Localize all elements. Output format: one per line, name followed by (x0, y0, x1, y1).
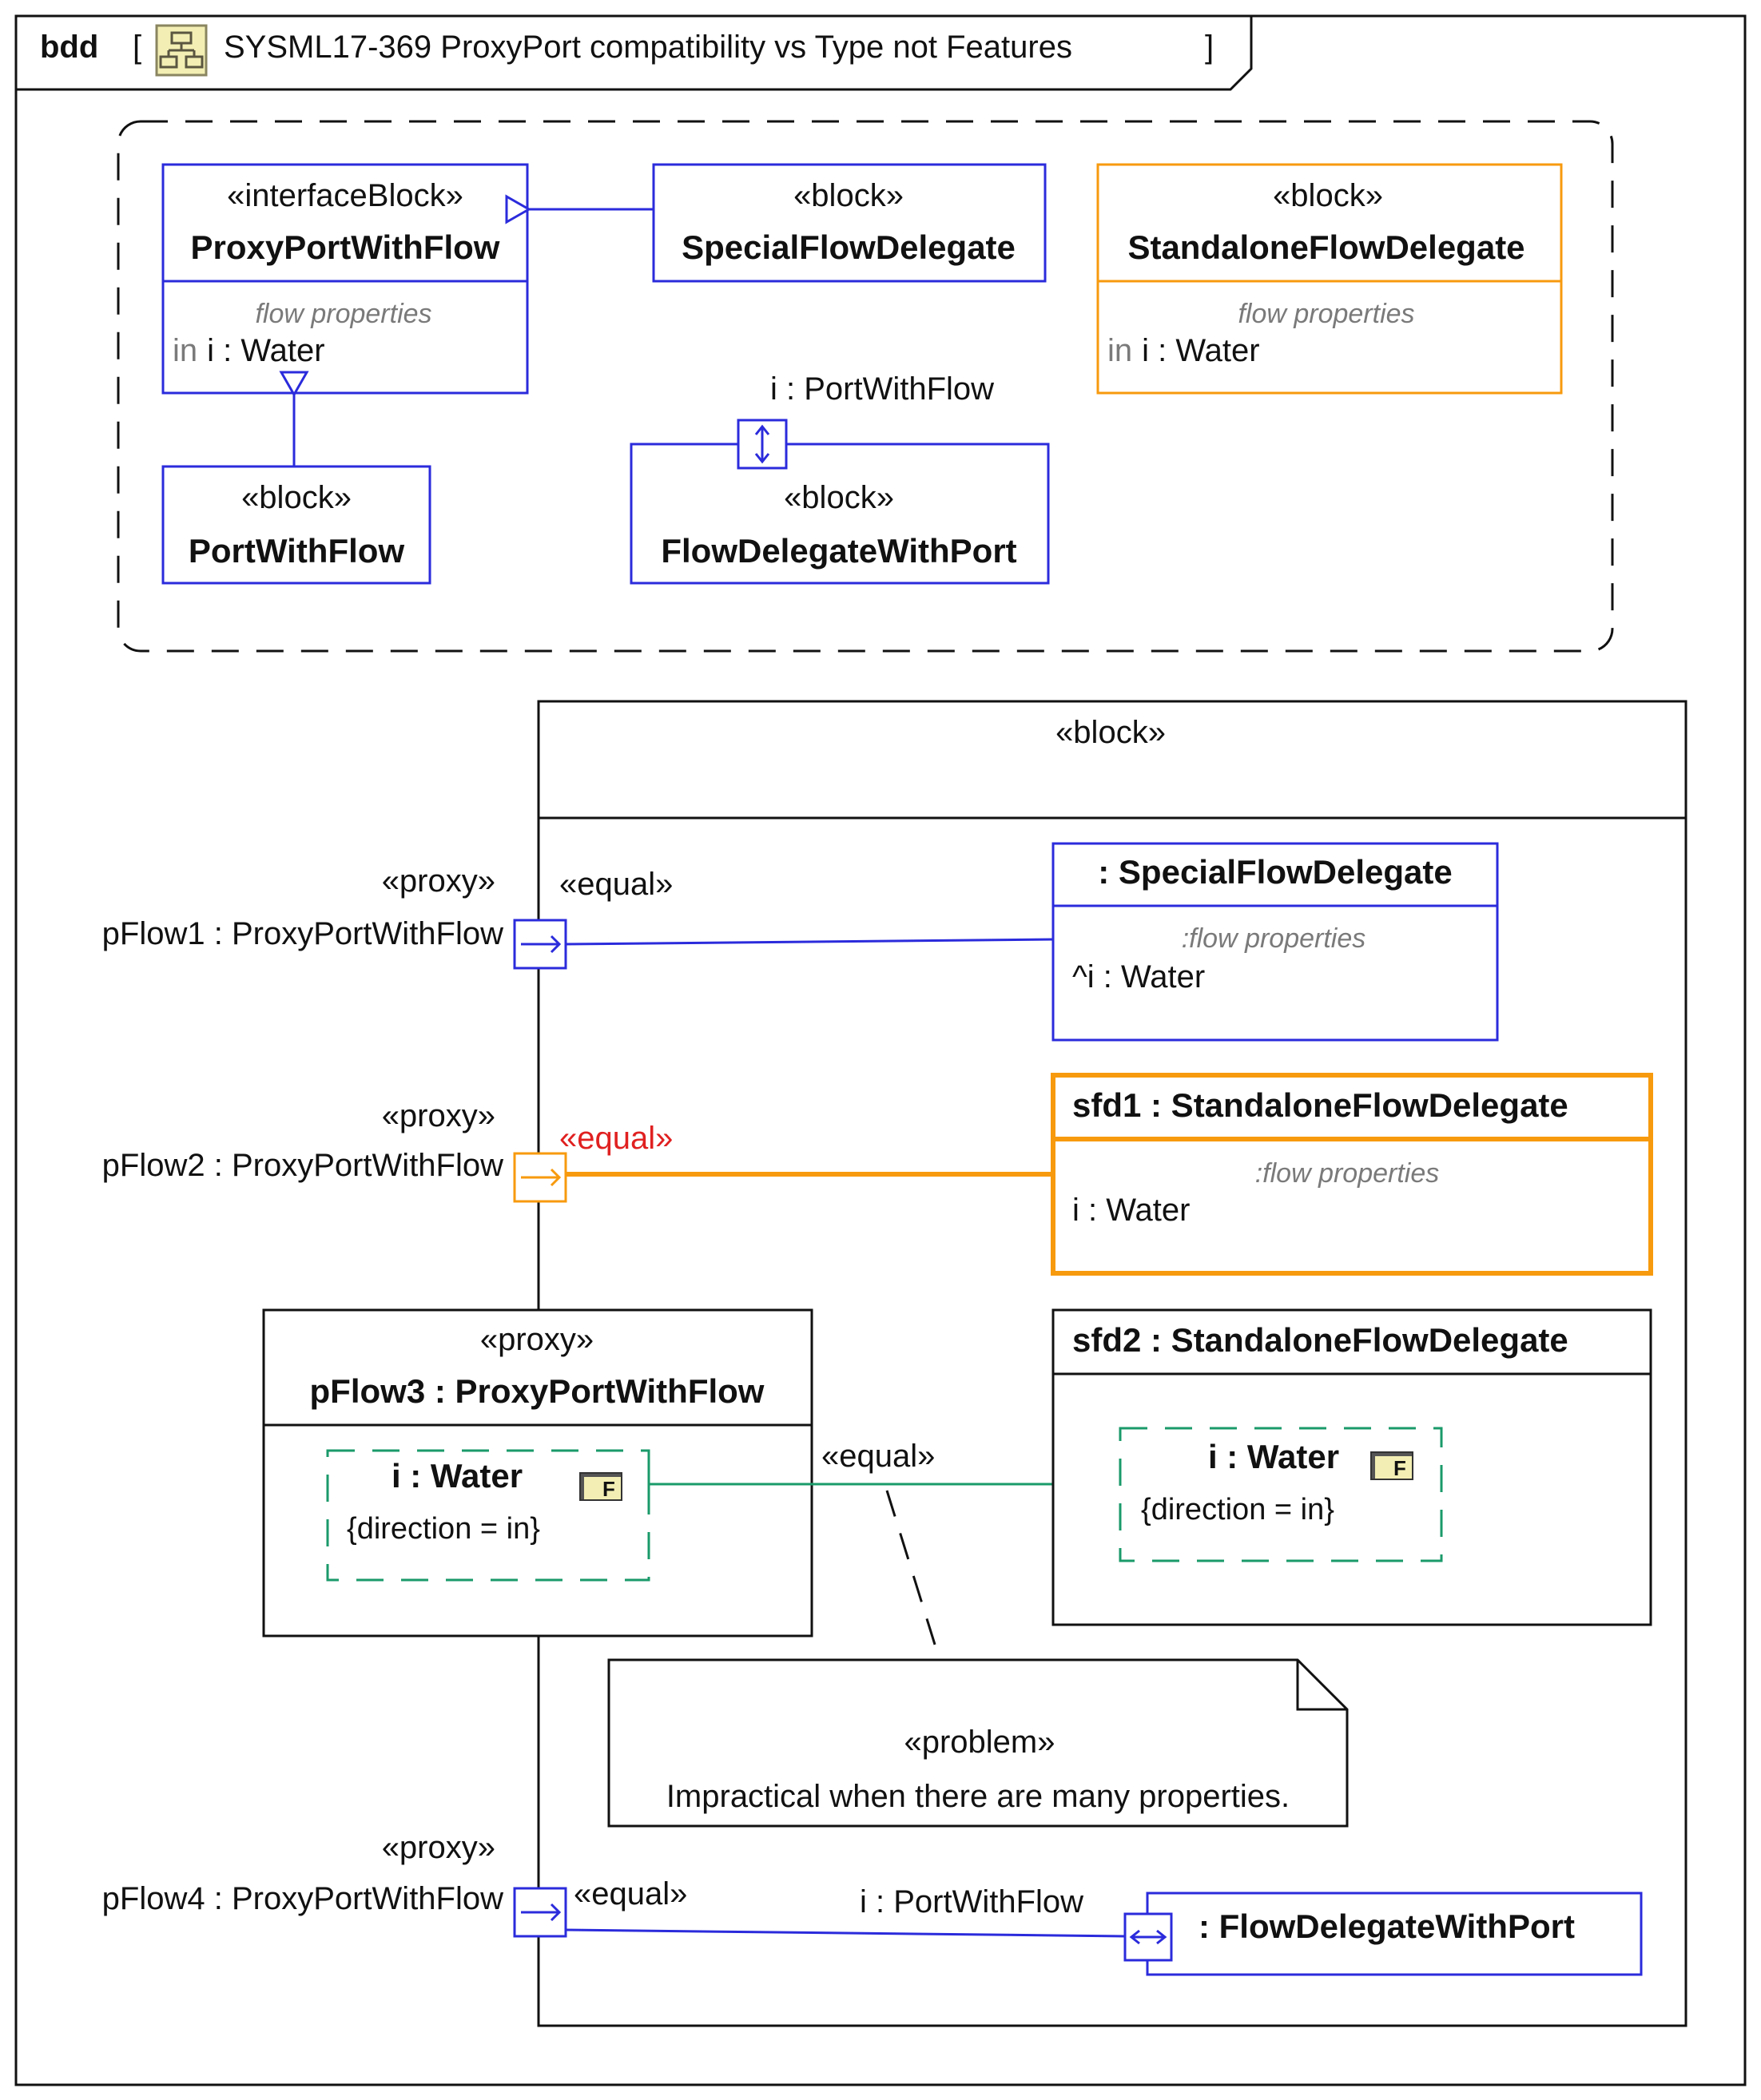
flow-property-type: : Water (1149, 333, 1260, 368)
main-block[interactable]: «block» (537, 700, 1687, 2027)
package-diagram-icon (155, 24, 208, 77)
port-pflow1[interactable]: «proxy» pFlow1 : ProxyPortWithFlow (102, 863, 567, 970)
equal-connector-4[interactable]: «equal» (565, 1876, 1126, 1938)
flow-direction: in (173, 333, 197, 368)
frame-close-bracket: ] (1205, 30, 1214, 65)
note-anchor-line[interactable] (885, 1490, 941, 1661)
connector-stereotype: «equal» (574, 1876, 687, 1911)
block-name: SpecialFlowDelegate (682, 228, 1016, 266)
compartment-label: flow properties (255, 299, 431, 329)
flow-badge-letter: F (602, 1477, 615, 1501)
block-name: StandaloneFlowDelegate (1127, 228, 1524, 266)
arrow-right-icon (521, 1903, 562, 1922)
part-name: : FlowDelegateWithPort (1199, 1907, 1575, 1945)
compartment-label: flow properties (1238, 299, 1414, 329)
arrow-right-icon (521, 935, 562, 954)
flow-property-name: i (1142, 333, 1149, 368)
frame-open-bracket: [ (133, 30, 141, 65)
nested-flow-property-sfd2-i[interactable]: i : Water {direction = in} F (1119, 1427, 1443, 1562)
flow-property: ^i : Water (1072, 959, 1205, 994)
nested-flow-property-pflow3-i[interactable]: i : Water {direction = in} F (326, 1449, 650, 1582)
flow-property-name: i (207, 333, 214, 368)
flow-property-name: i : Water (1208, 1438, 1339, 1475)
part-name: sfd2 : StandaloneFlowDelegate (1072, 1321, 1568, 1359)
flow-property-constraint: {direction = in} (347, 1512, 540, 1546)
port-pflow2[interactable]: «proxy» pFlow2 : ProxyPortWithFlow (102, 1098, 567, 1203)
flow-property: i : Water (1072, 1193, 1190, 1228)
block-stereotype: «block» (1273, 178, 1383, 213)
bidirectional-flow-icon (754, 424, 770, 464)
flow-property-type: : Water (214, 333, 325, 368)
part-flow-delegate-with-port[interactable]: : FlowDelegateWithPort (1146, 1892, 1643, 1976)
port-i-on-flow-delegate[interactable]: i : PortWithFlow (737, 371, 994, 470)
port-label: i : PortWithFlow (770, 371, 994, 407)
arrow-right-icon (521, 1168, 562, 1187)
bidirectional-flow-icon (1129, 1929, 1167, 1945)
flow-direction: in (1107, 333, 1132, 368)
diagram-kind: bdd (40, 30, 98, 65)
part-sfd1[interactable]: sfd1 : StandaloneFlowDelegate :flow prop… (1051, 1073, 1653, 1276)
problem-note[interactable]: «problem» Impractical when there are man… (607, 1658, 1349, 1828)
main-block-stereotype: «block» (1055, 715, 1166, 750)
port-name: pFlow3 : ProxyPortWithFlow (310, 1372, 765, 1410)
connector-stereotype-error: «equal» (559, 1121, 673, 1156)
port-label: pFlow1 : ProxyPortWithFlow (102, 916, 503, 951)
port-stereotype: «proxy» (382, 863, 495, 899)
block-name: FlowDelegateWithPort (661, 532, 1016, 570)
port-i-on-flow-delegate-part[interactable]: i : PortWithFlow (860, 1884, 1173, 1962)
flow-property-icon: F (579, 1472, 622, 1501)
port-label: pFlow4 : ProxyPortWithFlow (102, 1881, 503, 1916)
compartment-label: :flow properties (1182, 923, 1366, 954)
flow-property-name: i : Water (392, 1457, 523, 1495)
diagram-title: SYSML17-369 ProxyPort compatibility vs T… (224, 30, 1072, 65)
block-name: ProxyPortWithFlow (191, 228, 500, 266)
flow-property-icon: F (1370, 1451, 1413, 1480)
port-pflow4[interactable]: «proxy» pFlow4 : ProxyPortWithFlow (102, 1830, 567, 1938)
flow-badge-letter: F (1393, 1456, 1406, 1480)
port-stereotype: «proxy» (480, 1322, 594, 1357)
equal-connector-2[interactable]: «equal» (559, 1121, 1053, 1177)
port-label: i : PortWithFlow (860, 1884, 1083, 1919)
top-element-group[interactable] (117, 120, 1614, 653)
block-name: PortWithFlow (189, 532, 405, 570)
equal-connector-3[interactable]: «equal» (647, 1439, 1120, 1499)
block-special-flow-delegate[interactable]: «block» SpecialFlowDelegate (652, 163, 1047, 283)
note-text: Impractical when there are many properti… (666, 1779, 1290, 1814)
connector-stereotype: «equal» (559, 867, 673, 902)
block-port-with-flow[interactable]: «block» PortWithFlow (161, 465, 431, 585)
flow-property-constraint: {direction = in} (1141, 1493, 1334, 1526)
block-stereotype: «block» (784, 480, 894, 515)
port-label: pFlow2 : ProxyPortWithFlow (102, 1148, 503, 1183)
block-stereotype: «block» (241, 480, 352, 515)
part-special-flow-delegate[interactable]: : SpecialFlowDelegate :flow properties ^… (1051, 842, 1499, 1042)
interface-block-proxy-port-with-flow[interactable]: «interfaceBlock» ProxyPortWithFlow flow … (161, 163, 529, 395)
block-stereotype: «interfaceBlock» (227, 178, 463, 213)
connector-stereotype: «equal» (821, 1439, 935, 1474)
port-stereotype: «proxy» (382, 1098, 495, 1133)
port-stereotype: «proxy» (382, 1830, 495, 1865)
note-stereotype: «problem» (904, 1725, 1055, 1760)
equal-connector-1[interactable]: «equal» (559, 867, 1054, 946)
diagram-frame: bdd [ SYSML17-369 ProxyPort compatibilit… (14, 14, 1747, 2086)
part-name: sfd1 : StandaloneFlowDelegate (1072, 1086, 1568, 1124)
block-flow-delegate-with-port[interactable]: «block» FlowDelegateWithPort (630, 443, 1050, 585)
block-stereotype: «block» (793, 178, 904, 213)
part-name: : SpecialFlowDelegate (1098, 853, 1452, 891)
compartment-label: :flow properties (1255, 1158, 1440, 1189)
block-standalone-flow-delegate[interactable]: «block» StandaloneFlowDelegate flow prop… (1096, 163, 1563, 395)
